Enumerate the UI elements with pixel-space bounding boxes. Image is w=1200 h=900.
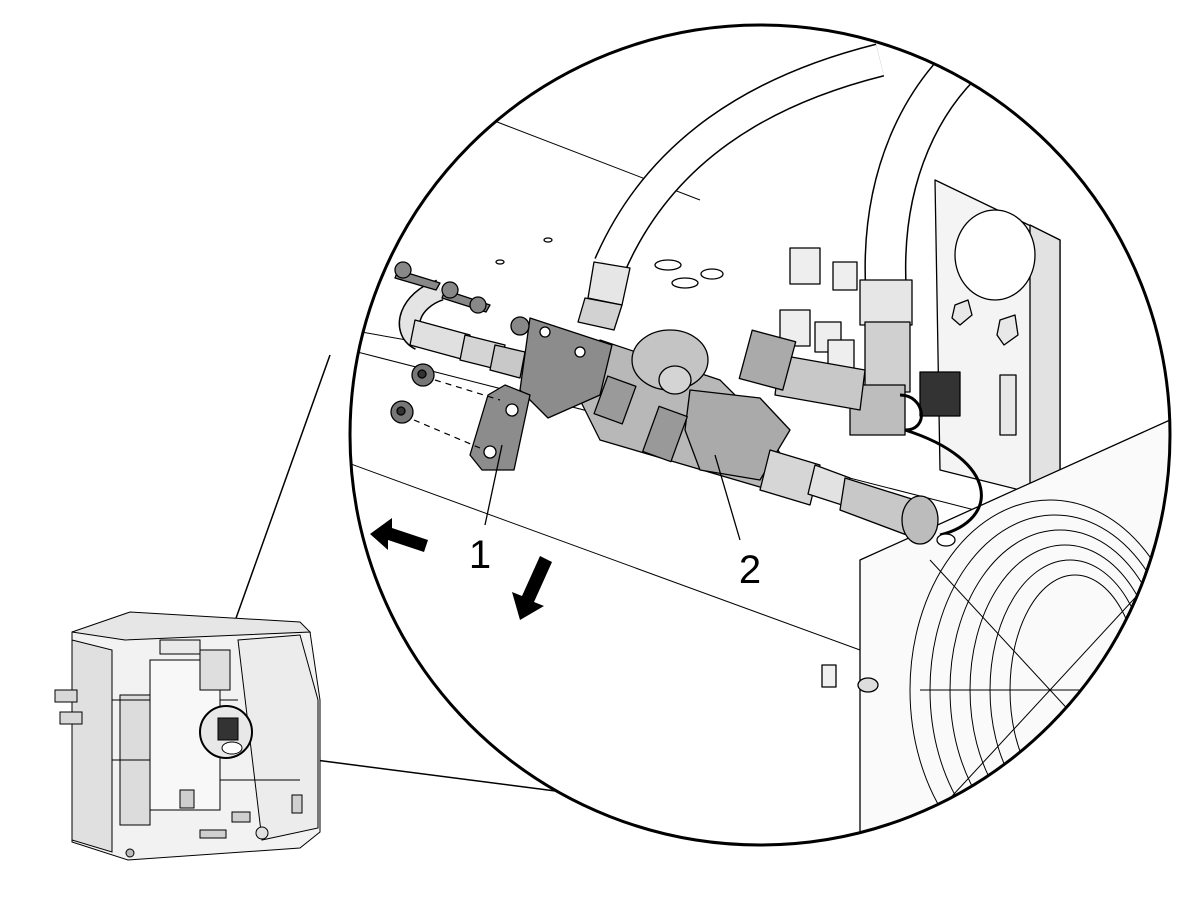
callout-2-leader [714,454,741,541]
callout-1-label: 1 [469,533,491,577]
arrow-left-icon [370,518,428,552]
mounting-screws [390,363,501,449]
arrow-down-icon [512,556,552,620]
callout-1-leader [484,444,503,526]
detail-view [348,23,1172,847]
direction-arrows [370,518,552,620]
callout-2-label: 2 [739,548,761,592]
detail-location-marker [199,705,253,759]
detail-circle-border [348,23,1172,847]
machine-overview [54,611,321,861]
